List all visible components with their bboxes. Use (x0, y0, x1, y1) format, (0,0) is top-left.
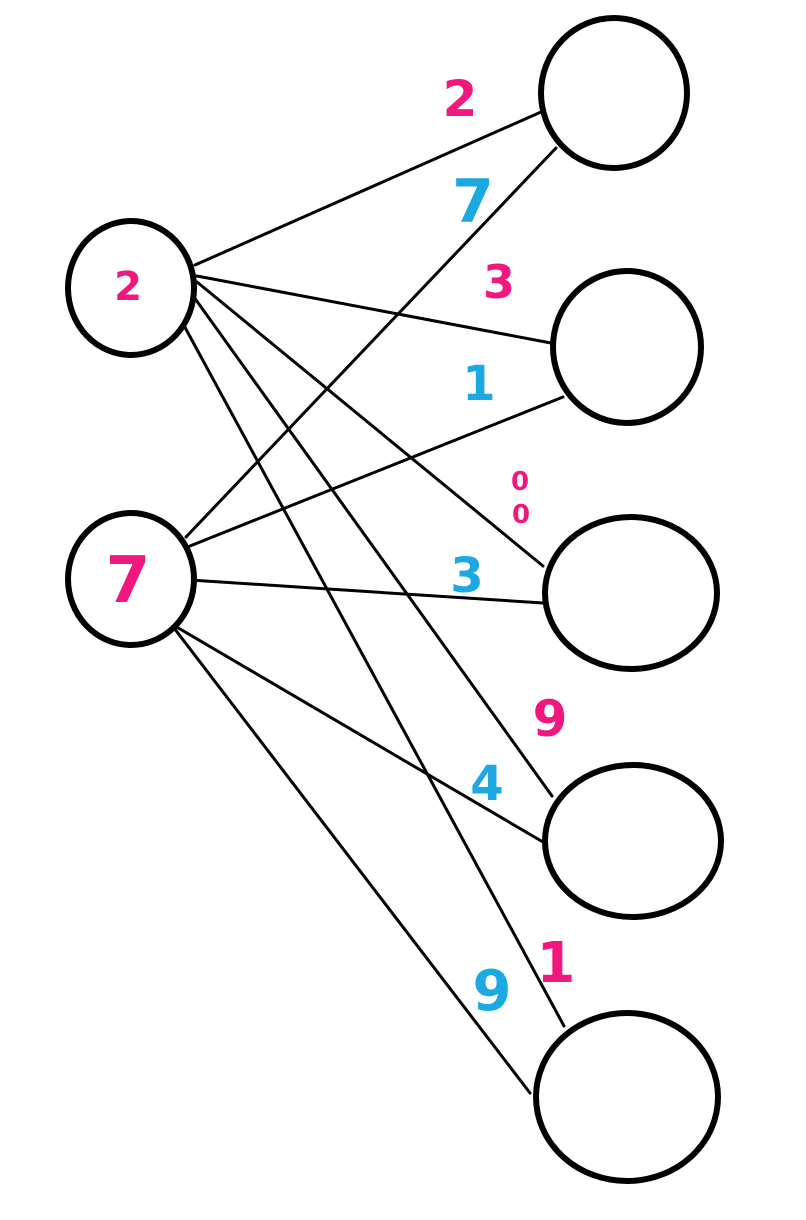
edge-b-r2 (188, 395, 565, 548)
edge-b-r4 (161, 617, 545, 844)
edge-label-pink-3-extra-mark: 0 (512, 500, 530, 530)
edges-from-top-left-node (179, 110, 566, 1028)
edge-label-blue-2: 1 (462, 356, 495, 412)
edge-b-r1 (184, 146, 558, 539)
edge-a-r1 (193, 110, 543, 267)
right-node-5 (533, 1010, 721, 1184)
edge-a-r3 (195, 280, 545, 568)
left-nodes (65, 218, 197, 648)
edge-label-blue-3: 3 (450, 548, 483, 604)
edge-label-pink-2: 3 (483, 255, 515, 309)
edge-label-blue-5: 9 (473, 959, 512, 1024)
edge-label-pink-4: 9 (533, 690, 568, 748)
edge-b-r5 (172, 626, 532, 1095)
left-node-top-label: 2 (114, 264, 142, 310)
edge-a-r2 (195, 274, 553, 345)
edge-a-r5 (179, 318, 566, 1028)
right-node-2 (550, 268, 704, 426)
edge-label-pink-3: 0 (511, 467, 529, 497)
right-node-4 (542, 762, 724, 920)
edge-a-r4 (184, 284, 554, 798)
pink-edge-labels: 2 3 0 0 9 1 (443, 70, 576, 996)
right-node-3 (542, 514, 720, 672)
right-node-1 (538, 15, 690, 171)
right-nodes (533, 15, 724, 1184)
edge-b-r3 (188, 578, 545, 605)
edge-label-pink-1: 2 (443, 70, 478, 128)
node-labels: 2 7 (106, 264, 151, 618)
blue-edge-labels: 7 1 3 4 9 (450, 167, 511, 1024)
edge-label-pink-5: 1 (537, 931, 576, 996)
left-node-top (65, 218, 197, 358)
left-node-bottom (65, 510, 197, 648)
left-node-bottom-label: 7 (106, 544, 151, 618)
edge-label-blue-1: 7 (452, 167, 494, 237)
edge-label-blue-4: 4 (470, 756, 503, 812)
edges-from-bottom-left-node (161, 146, 565, 1095)
